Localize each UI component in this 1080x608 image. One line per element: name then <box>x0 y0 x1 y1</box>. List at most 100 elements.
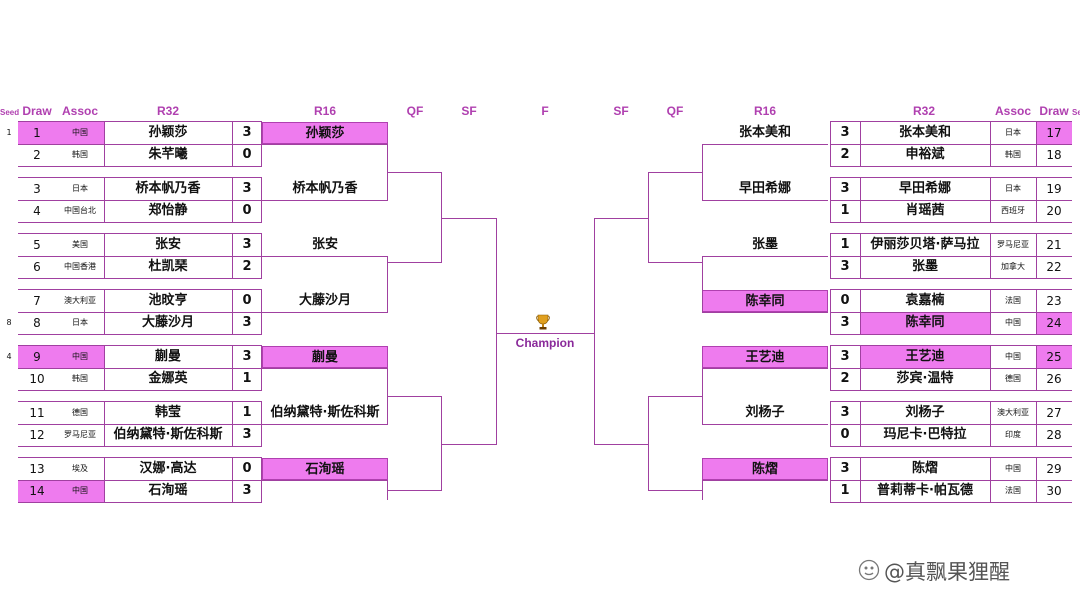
player-association: 法国 <box>1005 296 1021 305</box>
row-border <box>18 457 262 458</box>
row-border <box>18 401 262 402</box>
cell-divider <box>261 346 262 390</box>
r16-player-name: 大藤沙月 <box>298 293 351 308</box>
bracket-line <box>648 172 702 173</box>
cell-divider <box>104 234 105 278</box>
player-name: 莎宾·温特 <box>896 371 954 386</box>
match-score: 1 <box>840 203 850 218</box>
draw-number: 9 <box>18 346 56 368</box>
cell-divider <box>104 290 105 334</box>
draw-number: 18 <box>1046 148 1062 162</box>
r16-player-name: 蒯曼 <box>262 346 388 368</box>
player-association: 法国 <box>1005 486 1021 495</box>
bracket-line <box>388 262 442 263</box>
match-score: 3 <box>840 405 850 420</box>
row-border <box>18 289 262 290</box>
row-border <box>830 457 1072 458</box>
player-association: 韩国 <box>1005 150 1021 159</box>
player-name: 韩莹 <box>154 405 181 420</box>
player-name: 汉娜·高达 <box>139 461 197 476</box>
player-association: 日本 <box>1005 184 1021 193</box>
r16-player-name: 张墨 <box>751 237 778 252</box>
match-score: 3 <box>242 237 252 252</box>
player-name: 普莉蒂卡·帕瓦德 <box>877 483 973 498</box>
row-border <box>18 390 262 391</box>
cell-divider <box>860 458 861 502</box>
row-border <box>18 144 262 145</box>
player-association: 中国 <box>56 346 104 368</box>
header-seed-left: Seed <box>0 108 20 117</box>
player-association: 韩国 <box>72 374 88 383</box>
header-qf-left: QF <box>406 104 424 118</box>
draw-number: 24 <box>1036 312 1072 334</box>
match-score: 0 <box>242 293 252 308</box>
cell-divider <box>104 178 105 222</box>
cell-divider <box>261 458 262 502</box>
player-name: 蒯曼 <box>154 349 181 364</box>
bracket-line <box>388 490 442 491</box>
row-border <box>830 278 1072 279</box>
player-association: 印度 <box>1005 430 1021 439</box>
player-name: 孙颖莎 <box>148 125 188 140</box>
bracket-line <box>442 444 497 445</box>
header-r16-left: R16 <box>313 104 336 118</box>
r16-player-name: 石洵瑶 <box>262 458 388 480</box>
bracket-line <box>262 312 388 313</box>
player-name: 刘杨子 <box>905 405 945 420</box>
player-name: 陈幸同 <box>860 312 990 334</box>
cell-divider <box>1036 458 1037 502</box>
player-association: 中国香港 <box>64 262 96 271</box>
row-border <box>830 289 1072 290</box>
row-border <box>830 446 1072 447</box>
cell-divider <box>261 402 262 446</box>
cell-divider <box>990 178 991 222</box>
bracket-line <box>262 200 388 201</box>
player-name: 王艺迪 <box>860 346 990 368</box>
cell-divider <box>232 122 233 166</box>
bracket-line <box>702 312 828 313</box>
match-score: 3 <box>840 181 850 196</box>
bracket-line <box>387 144 388 201</box>
bracket-line <box>648 396 649 491</box>
cell-divider <box>261 122 262 166</box>
draw-number: 4 <box>33 204 41 218</box>
draw-number: 30 <box>1046 484 1062 498</box>
cell-divider <box>232 402 233 446</box>
bracket-line <box>594 218 649 219</box>
match-score: 3 <box>242 125 252 140</box>
draw-number: 27 <box>1046 406 1062 420</box>
cell-divider <box>830 234 831 278</box>
player-association: 西班牙 <box>1001 206 1025 215</box>
header-sf-right: SF <box>613 104 629 118</box>
row-border <box>18 278 262 279</box>
cell-divider <box>860 402 861 446</box>
bracket-line <box>441 172 442 263</box>
draw-number: 6 <box>33 260 41 274</box>
player-association: 澳大利亚 <box>64 296 96 305</box>
r16-player-name: 王艺迪 <box>702 346 828 368</box>
match-score: 3 <box>242 349 252 364</box>
row-border <box>830 334 1072 335</box>
match-score: 0 <box>242 461 252 476</box>
draw-number: 12 <box>29 428 45 442</box>
header-assoc-left: Assoc <box>61 104 99 118</box>
row-border <box>830 177 1072 178</box>
draw-number: 26 <box>1046 372 1062 386</box>
bracket-line <box>702 256 703 313</box>
draw-number: 22 <box>1046 260 1062 274</box>
draw-number: 10 <box>29 372 45 386</box>
cell-divider <box>830 402 831 446</box>
trophy-icon <box>536 314 550 330</box>
cell-divider <box>860 122 861 166</box>
cell-divider <box>261 178 262 222</box>
row-border <box>830 144 1072 145</box>
bracket-line <box>702 144 703 201</box>
r16-player-name: 孙颖莎 <box>262 122 388 144</box>
r16-player-name: 桥本帆乃香 <box>292 181 358 196</box>
player-association: 中国 <box>1005 464 1021 473</box>
player-association: 美国 <box>72 240 88 249</box>
bracket-line <box>262 424 388 425</box>
bracket-line <box>702 480 828 481</box>
cell-divider <box>104 402 105 446</box>
cell-divider <box>990 402 991 446</box>
